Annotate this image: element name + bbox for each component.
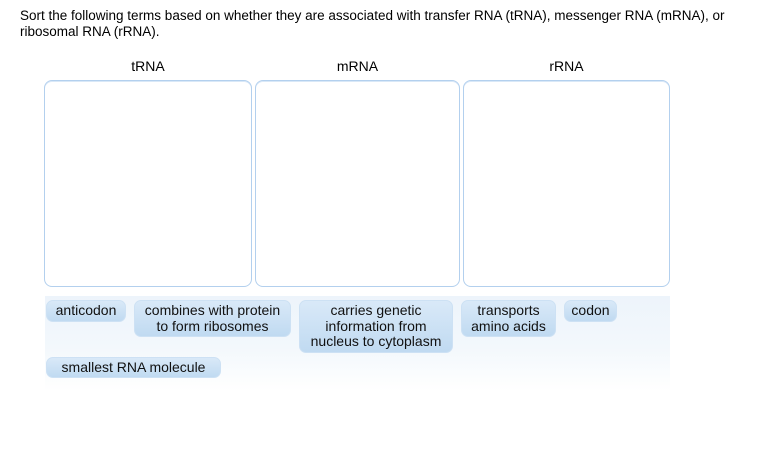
term-chip-tray: anticodon combines with protein to form … [45, 296, 670, 391]
dropzone-mrna[interactable] [255, 80, 460, 287]
column-header-mrna: mRNA [336, 58, 379, 74]
dropzone-rrna[interactable] [463, 80, 670, 287]
term-chip-smallest-rna-molecule[interactable]: smallest RNA molecule [46, 356, 221, 378]
term-chip-carries-genetic-information[interactable]: carries genetic information from nucleus… [299, 300, 453, 353]
column-headers: tRNA mRNA rRNA [44, 58, 670, 74]
instruction-text: Sort the following terms based on whethe… [20, 8, 725, 39]
dropzone-row [44, 80, 670, 287]
dropzone-trna[interactable] [44, 80, 252, 287]
term-chip-transports-amino-acids[interactable]: transports amino acids [461, 300, 556, 337]
term-chip-codon[interactable]: codon [564, 300, 617, 322]
column-header-rrna: rRNA [549, 58, 584, 74]
column-header-trna: tRNA [131, 58, 165, 74]
term-chip-combines-with-protein[interactable]: combines with protein to form ribosomes [134, 300, 291, 337]
term-chip-anticodon[interactable]: anticodon [46, 300, 126, 322]
